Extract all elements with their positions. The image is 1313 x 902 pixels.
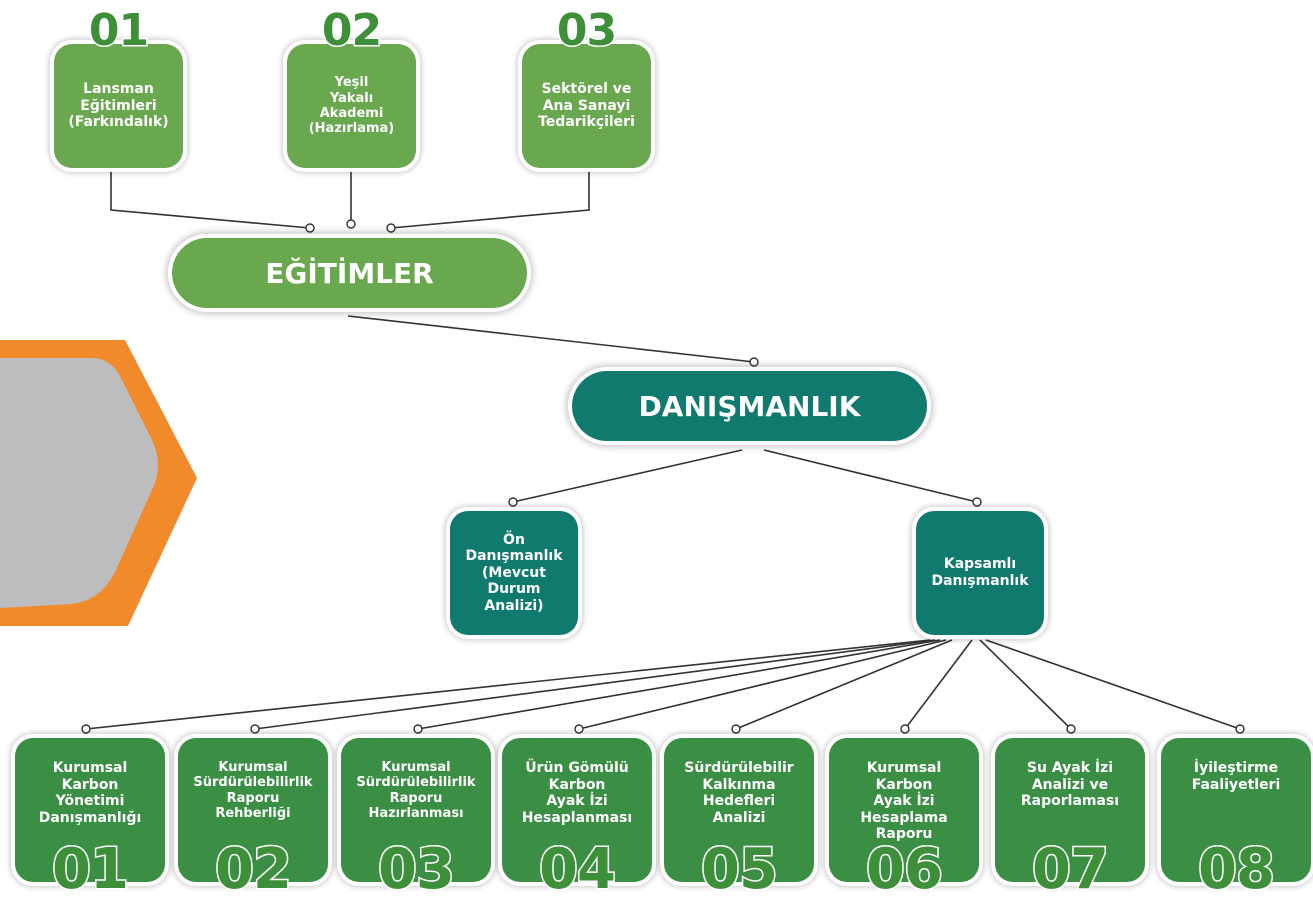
connector-bottom-3	[417, 639, 941, 730]
connector-bottom-7	[979, 639, 1072, 730]
connector-dot	[1235, 724, 1245, 734]
danismanlik-pill: DANIŞMANLIK	[572, 371, 927, 441]
egitimler-pill: EĞİTİMLER	[172, 238, 527, 308]
service-number: 04	[538, 837, 618, 902]
service-number: 08	[1197, 837, 1277, 902]
connector-dot	[386, 223, 396, 233]
connector-dot	[413, 724, 423, 734]
training-box-3: Sektörel ve Ana Sanayi Tedarikçileri	[522, 44, 651, 168]
service-box-6: Kurumsal Karbon Ayak İzi Hesaplama Rapor…	[829, 738, 979, 882]
training-number: 02	[320, 4, 383, 57]
kapsamli-danismanlik-box: Kapsamlı Danışmanlık	[916, 511, 1044, 635]
connector-dot	[574, 724, 584, 734]
service-box-label: Ürün Gömülü Karbon Ayak İzi Hesaplanması	[521, 760, 633, 826]
connector-dot	[81, 724, 91, 734]
connector-bottom-6	[904, 639, 973, 730]
service-number: 03	[377, 837, 457, 902]
service-number: 07	[1031, 837, 1111, 902]
service-box-7: Su Ayak İzi Analizi ve Raporlaması	[995, 738, 1145, 882]
connector-top-1	[110, 170, 311, 229]
connector-danismanlik-on	[512, 449, 743, 503]
connector-dot	[731, 724, 741, 734]
connector-dot	[508, 497, 518, 507]
service-number: 02	[214, 837, 294, 902]
training-box-label: Yeşil Yakalı Akademi (Hazırlama)	[308, 75, 395, 137]
connector-bottom-8	[985, 639, 1241, 730]
service-box-label: İyileştirme Faaliyetleri	[1191, 760, 1281, 793]
training-number: 03	[555, 4, 618, 57]
service-number: 05	[700, 837, 780, 902]
connector-bottom-4	[578, 639, 947, 730]
danismanlik-label: DANIŞMANLIK	[638, 389, 861, 423]
connector-dot	[900, 724, 910, 734]
connector-top-3	[390, 170, 590, 229]
service-number: 01	[51, 837, 131, 902]
service-box-label: Kurumsal Karbon Yönetimi Danışmanlığı	[38, 760, 142, 826]
kapsamli-danismanlik-label: Kapsamlı Danışmanlık	[931, 556, 1029, 589]
connector-egitimler-danismanlik	[347, 315, 755, 363]
service-box-4: Ürün Gömülü Karbon Ayak İzi Hesaplanması	[502, 738, 652, 882]
connector-dot	[305, 223, 315, 233]
connector-bottom-1	[85, 639, 931, 730]
connector-dot	[346, 219, 356, 229]
connector-danismanlik-kapsamli	[763, 449, 978, 503]
service-box-label: Kurumsal Karbon Ayak İzi Hesaplama Rapor…	[860, 760, 948, 843]
service-number: 06	[865, 837, 945, 902]
service-box-2: Kurumsal Sürdürülebilirlik Raporu Rehber…	[178, 738, 328, 882]
connector-dot	[749, 357, 759, 367]
service-box-8: İyileştirme Faaliyetleri	[1161, 738, 1311, 882]
connector-dot	[972, 497, 982, 507]
service-box-label: Sürdürülebilir Kalkınma Hedefleri Analiz…	[684, 760, 794, 826]
connector-dot	[250, 724, 260, 734]
service-box-3: Kurumsal Sürdürülebilirlik Raporu Hazırl…	[341, 738, 491, 882]
connector-dot	[1066, 724, 1076, 734]
service-box-label: Kurumsal Sürdürülebilirlik Raporu Rehber…	[193, 760, 313, 821]
on-danismanlik-label: Ön Danışmanlık (Mevcut Durum Analizi)	[465, 531, 563, 614]
training-box-2: Yeşil Yakalı Akademi (Hazırlama)	[287, 44, 416, 168]
on-danismanlik-box: Ön Danışmanlık (Mevcut Durum Analizi)	[450, 511, 578, 635]
egitimler-label: EĞİTİMLER	[265, 256, 434, 290]
orange-hexagon-decoration	[0, 340, 197, 626]
training-number: 01	[87, 4, 150, 57]
connector-bottom-5	[735, 639, 953, 730]
service-box-5: Sürdürülebilir Kalkınma Hedefleri Analiz…	[664, 738, 814, 882]
service-box-label: Kurumsal Sürdürülebilirlik Raporu Hazırl…	[356, 760, 476, 821]
training-box-1: Lansman Eğitimleri (Farkındalık)	[54, 44, 183, 168]
connector-bottom-2	[254, 639, 936, 730]
service-box-1: Kurumsal Karbon Yönetimi Danışmanlığı	[15, 738, 165, 882]
service-box-label: Su Ayak İzi Analizi ve Raporlaması	[1020, 760, 1120, 810]
training-box-label: Lansman Eğitimleri (Farkındalık)	[68, 81, 169, 131]
training-box-label: Sektörel ve Ana Sanayi Tedarikçileri	[538, 81, 635, 131]
